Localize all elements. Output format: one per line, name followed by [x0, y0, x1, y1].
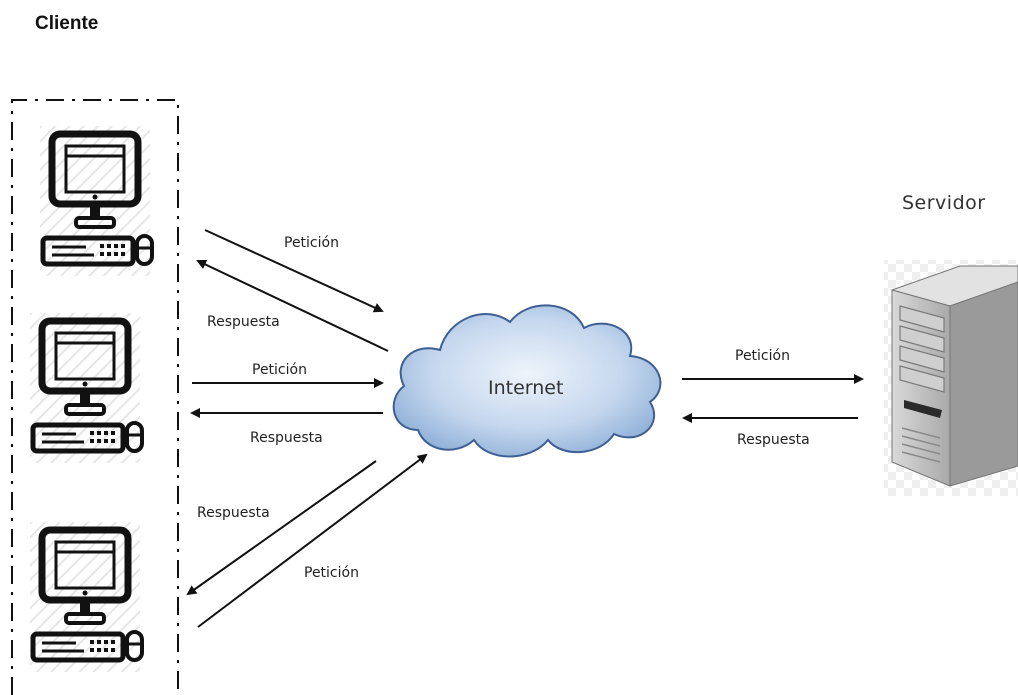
request-label-1: Petición: [284, 235, 339, 251]
request-label-2: Petición: [252, 362, 307, 378]
client-title: Cliente: [35, 13, 99, 34]
request-arrow-1: [204, 229, 384, 313]
client-computer-2-icon: [30, 313, 142, 463]
response-label-2: Respuesta: [250, 430, 323, 446]
response-arrow-3: [186, 460, 377, 596]
client-group-frame: [11, 99, 179, 695]
response-label-3: Respuesta: [197, 505, 270, 521]
server-tower-icon: [884, 260, 1018, 496]
client-computer-3-icon: [30, 522, 142, 672]
server-title: Servidor: [902, 192, 986, 214]
internet-label: Internet: [488, 377, 563, 399]
request-label-server: Petición: [735, 348, 790, 364]
request-arrow-3: [197, 453, 428, 628]
internet-cloud-icon: [392, 304, 662, 458]
response-arrow-1: [196, 259, 389, 352]
request-label-3: Petición: [304, 565, 359, 581]
client-computer-1-icon: [40, 126, 152, 276]
response-label-1: Respuesta: [207, 314, 280, 330]
response-label-server: Respuesta: [737, 432, 810, 448]
